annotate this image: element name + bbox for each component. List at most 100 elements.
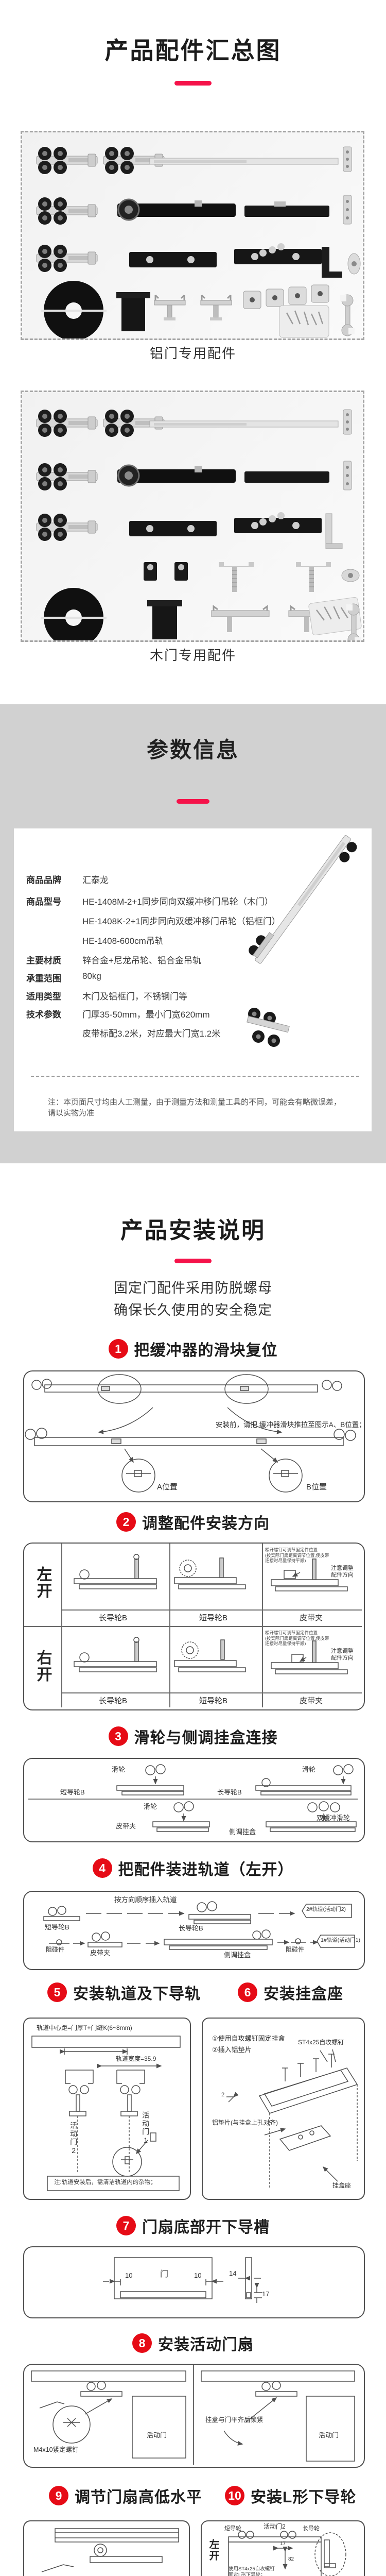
param-label-tech: 技术参数 — [26, 1010, 61, 1020]
step-10-dim17-1: 17 — [280, 2541, 286, 2547]
step-2-cell5-caption: 短导轮B — [199, 1697, 228, 1705]
step-4-shortB-label: 短导轮B — [45, 1923, 69, 1931]
step-2-cell2-caption: 短导轮B — [199, 1614, 228, 1622]
step-6-shim-label: 铝垫片(与挂盒上孔对齐) — [212, 2119, 278, 2126]
step-7-title: 门扇底部开下导槽 — [142, 2219, 270, 2236]
step-5-note: 注:轨道安装后，需清洁轨道内的杂物； — [54, 2179, 156, 2185]
step-4-sidebox-label: 侧调挂盒 — [224, 1951, 251, 1959]
install-underline-accent — [174, 1259, 212, 1263]
step-3-shortB-label: 短导轮B — [60, 1788, 85, 1796]
step-5-door1-label: 活动门1 — [142, 2111, 150, 2145]
step-6-screw-label: ST4x25自攻螺钉 — [298, 2039, 344, 2046]
install-section-title: 产品安装说明 — [120, 1218, 266, 1243]
step-5-dim1-label: 轨道中心距=门厚T+门缝K(6~8mm) — [37, 2024, 132, 2031]
step-8-title: 安装活动门扇 — [158, 2336, 254, 2353]
step-1-label-a: A位置 — [157, 1483, 178, 1492]
step-4-stopper-label-1: 阻碰件 — [46, 1946, 65, 1953]
step-6-instruction-1: ①使用自攻螺钉固定挂盒 — [212, 2035, 285, 2042]
step-1-diagram-box: 安装前，请把 缓冲器滑块推拉至图示A、B位置； A位置 B位置 — [23, 1370, 366, 1502]
step-2-title: 调整配件安装方向 — [142, 1515, 270, 1532]
step-7-door-label: 门 — [160, 2270, 169, 2279]
step-10-left-label: 左开 — [207, 2539, 219, 2562]
step-3-header: 3 滑轮与侧调挂盒连接 — [0, 1725, 386, 1748]
step-2-caption-line-1 — [61, 1609, 362, 1611]
step-3-clip-label: 皮带夹 — [116, 1822, 136, 1830]
product-photo-roller — [247, 835, 357, 1047]
step-2-cell6-caption: 皮带夹 — [300, 1697, 323, 1705]
step-10-title: 安装L形下导轮 — [251, 2489, 357, 2506]
step-4-longB-label: 长导轮B — [179, 1924, 203, 1932]
step-2-cell4-caption: 长导轮B — [99, 1697, 128, 1705]
step-1-label-b: B位置 — [306, 1483, 327, 1492]
step-6-header: 6 安装挂盒座 — [238, 1981, 343, 2004]
step-4-stopper-label-2: 阻碰件 — [286, 1946, 305, 1953]
step-2-annotation-3: 注意调整 — [331, 1565, 354, 1571]
title-underline-accent — [174, 81, 212, 86]
step-10-fix1-1: 使用ST4x25自攻螺钉 — [229, 2566, 275, 2572]
step-2-annotation-7: 注意调整 — [331, 1648, 354, 1654]
step-3-badge: 3 — [108, 1726, 128, 1746]
param-value-type: 木门及铝框门，不锈钢门等 — [82, 992, 187, 1002]
step-2-col-divider-2 — [262, 1544, 263, 1707]
step-5-diagram — [31, 2036, 181, 2191]
step-10-diagram — [228, 2531, 346, 2576]
step-2-left-open-label: 左开 — [34, 1566, 51, 1599]
step-2-annotation-5: 松开螺钉可调节固定件位置 — [265, 1630, 318, 1635]
install-intro-line1: 固定门配件采用防脱螺母 — [114, 1280, 272, 1296]
step-5-dim2-label: 轨道宽度=35.9 — [116, 2055, 156, 2062]
step-2-caption-line-2 — [61, 1692, 362, 1693]
step-8-lock-note: 挂盒与门平齐后锁紧 — [205, 2416, 264, 2424]
step-10-dim82-1: 82 — [288, 2556, 294, 2562]
step-2-annotation-2: (按实际门扇距离调节位置,使皮带连接时尽量保持平顺) — [265, 1553, 329, 1563]
step-4-track1-label: 1#轨道(活动门1) — [321, 1937, 361, 1943]
step-3-damper-label: 双缓冲滑轮 — [317, 1814, 350, 1822]
aluminum-parts-photo-box — [21, 131, 364, 340]
param-value-tech-1: 门厚35-50mm，最小门宽620mm — [82, 1010, 210, 1020]
param-label-type: 适用类型 — [26, 992, 61, 1002]
step-2-cell1-caption: 长导轮B — [99, 1614, 128, 1622]
step-2-header: 2 调整配件安装方向 — [0, 1511, 386, 1533]
step-5-badge: 5 — [47, 1982, 67, 2002]
step-6-badge: 6 — [238, 1982, 257, 2002]
step-10-long-label-1: 长导轮 — [303, 2526, 320, 2532]
step-3-longB-label: 长导轮B — [217, 1788, 242, 1796]
step-10-door2-label-1: 活动门2 — [264, 2523, 286, 2530]
step-10-diagram-box: 左开 右开 短导轮 活动门2 长导轮 17 82 使用ST4x25自攻螺钉 固定… — [201, 2520, 365, 2576]
param-value-brand: 汇泰龙 — [82, 875, 109, 885]
param-value-model-1: HE-1408M-2+1同步同向双缓冲移门吊轮（木门） — [82, 897, 273, 907]
step-2-col-divider-1 — [169, 1544, 170, 1707]
step-9-diagram-box: 通过转动,可调节 门扇的高低水平 (调节量约5mm) — [23, 2520, 190, 2576]
step-6-diagram — [226, 2049, 358, 2189]
step-3-pulley-label-3: 滑轮 — [144, 1803, 157, 1810]
step-2-annotation-8: 配件方向 — [331, 1655, 354, 1661]
step-4-badge: 4 — [92, 1858, 112, 1878]
step-8-door-label-1: 活动门 — [147, 2431, 167, 2439]
wood-parts-photo-box — [21, 391, 364, 642]
step-8-door-label-2: 活动门 — [319, 2431, 339, 2439]
param-label-load: 承重范围 — [26, 974, 61, 984]
step-9-header: 9 调节门扇高低水平 — [49, 2484, 202, 2507]
step-2-annotation-1: 松开螺钉可调节固定件位置 — [265, 1547, 318, 1552]
step-2-cell3-caption: 皮带夹 — [300, 1614, 323, 1622]
step-7-diagram-box: 门 10 10 14 17 — [23, 2246, 365, 2318]
param-value-load: 80kg — [82, 971, 101, 981]
step-8-header: 8 安装活动门扇 — [0, 2332, 386, 2354]
step-5-title: 安装轨道及下导轨 — [73, 1986, 201, 2003]
step-7-dim17: 17 — [262, 2290, 270, 2298]
step-7-dim10-right: 10 — [194, 2272, 202, 2279]
param-value-model-3: HE-1408-600cm吊轨 — [82, 936, 164, 946]
step-10-short-label-1: 短导轮 — [224, 2526, 241, 2532]
step-7-diagram — [103, 2257, 362, 2303]
step-2-diagram-box: 左开 右开 长导轮B 短导轮B 皮带夹 长导轮B 短导轮B 皮带夹 松开螺钉可调… — [23, 1543, 365, 1710]
step-4-header: 4 把配件装进轨道（左开） — [0, 1857, 386, 1879]
step-4-diagram-box: 按方向顺序插入轨道 短导轮B 长导轮B 2#轨道(活动门2) 阻碰件 皮带夹 侧… — [23, 1891, 365, 1970]
step-1-diagram — [25, 1374, 356, 1493]
step-6-dim2-label: 2 — [221, 2092, 225, 2098]
step-10-fix2-1: 固定L形下导轮； — [229, 2572, 266, 2576]
step-5-door2-label: 活动门2 — [69, 2122, 78, 2156]
step-3-sidebox-label: 侧调挂盒 — [229, 1828, 256, 1836]
wood-parts-caption: 木门专用配件 — [149, 648, 236, 663]
step-8-badge: 8 — [132, 2333, 152, 2353]
param-label-material: 主要材质 — [26, 956, 61, 965]
install-intro-line2: 确保长久使用的安全稳定 — [114, 1302, 272, 1318]
